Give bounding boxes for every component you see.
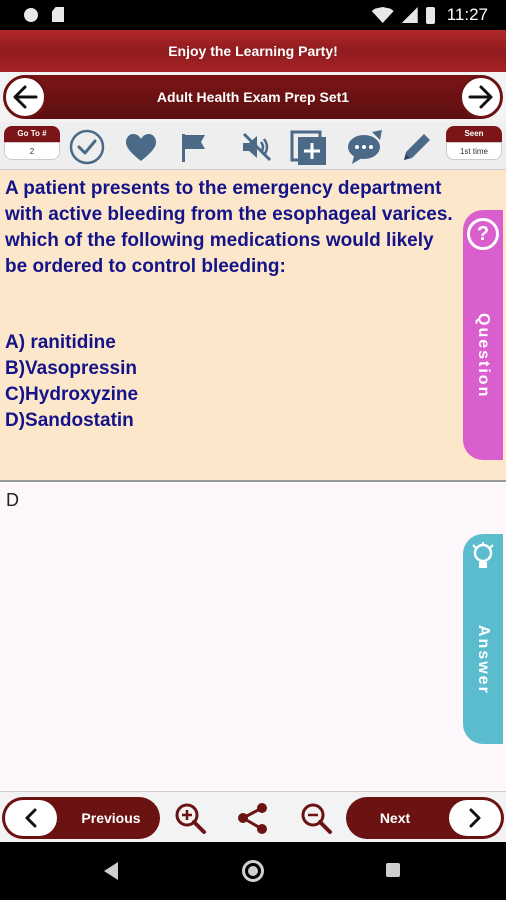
flag-button[interactable] — [174, 128, 212, 166]
edit-icon — [404, 134, 430, 160]
status-time: 11:27 — [446, 5, 488, 24]
lightbulb-icon — [472, 542, 494, 568]
mute-button[interactable] — [238, 128, 276, 166]
zoom-in-button[interactable] — [172, 800, 208, 836]
answer-text: D — [6, 490, 19, 510]
add-note-button[interactable] — [290, 128, 328, 166]
battery-icon — [425, 6, 435, 24]
seen-indicator: Seen 1st time — [446, 126, 502, 166]
previous-button[interactable]: Previous — [2, 797, 160, 839]
system-recents-icon[interactable] — [386, 863, 400, 877]
question-text: A patient presents to the emergency depa… — [5, 178, 453, 277]
option-a[interactable]: A) ranitidine — [5, 332, 116, 353]
next-label: Next — [379, 810, 411, 826]
goto-label: Go To # — [4, 126, 60, 142]
chevron-right-icon — [469, 808, 481, 828]
option-c[interactable]: C)Hydroxyzine — [5, 384, 139, 405]
status-bar: 11:27 — [0, 0, 506, 30]
seen-value: 1st time — [446, 142, 502, 160]
banner: Enjoy the Learning Party! — [0, 30, 506, 72]
check-icon — [69, 129, 105, 165]
previous-chevron-bg — [5, 800, 57, 836]
goto-field[interactable]: 2 — [4, 142, 60, 160]
add-note-icon — [290, 130, 326, 165]
page-title: Adult Health Exam Prep Set1 — [156, 89, 350, 105]
forward-arrow-button[interactable] — [459, 75, 503, 119]
answer-tab[interactable]: Answer — [463, 534, 503, 744]
flag-icon — [182, 134, 205, 162]
next-button[interactable]: Next — [346, 797, 504, 839]
check-button[interactable] — [68, 128, 106, 166]
question-tab-label: Question — [475, 313, 492, 399]
system-back-icon[interactable] — [104, 862, 118, 880]
arrow-left-icon — [13, 85, 38, 109]
title-pill — [4, 75, 502, 119]
zoom-out-icon — [301, 803, 332, 834]
arrow-right-icon — [468, 85, 493, 109]
question-tab[interactable]: ? Question — [463, 210, 503, 460]
heart-icon — [125, 133, 157, 161]
mute-icon — [242, 132, 272, 162]
answer-tab-label: Answer — [475, 625, 492, 695]
chevron-left-icon — [25, 808, 37, 828]
title-bar: Adult Health Exam Prep Set1 — [0, 72, 506, 122]
bottom-bar: Previous Next — [0, 792, 506, 842]
notification-dot-icon — [24, 7, 38, 22]
back-arrow-button[interactable] — [3, 75, 47, 119]
system-nav-bar — [0, 842, 506, 900]
comment-button[interactable] — [346, 128, 384, 166]
share-button[interactable] — [235, 800, 271, 836]
signal-icon — [401, 7, 418, 23]
seen-label: Seen — [446, 126, 502, 142]
option-d[interactable]: D)Sandostatin — [5, 410, 134, 431]
wifi-icon — [371, 7, 394, 23]
goto-control[interactable]: Go To # 2 — [4, 126, 60, 166]
options-list: A) ranitidine B)Vasopressin C)Hydroxyzin… — [5, 330, 138, 434]
next-chevron-bg — [449, 800, 501, 836]
option-b[interactable]: B)Vasopressin — [5, 358, 137, 379]
answer-panel: D Answer — [0, 484, 506, 792]
edit-button[interactable] — [398, 128, 436, 166]
zoom-in-icon — [175, 803, 206, 834]
sd-card-icon — [52, 7, 64, 22]
share-icon — [238, 803, 267, 834]
zoom-out-button[interactable] — [298, 800, 334, 836]
toolbar: Go To # 2 — [0, 122, 506, 170]
question-panel: A patient presents to the emergency depa… — [0, 170, 506, 482]
previous-label: Previous — [81, 810, 141, 826]
favorite-button[interactable] — [122, 128, 160, 166]
question-mark-icon: ? — [467, 218, 499, 250]
system-home-icon[interactable] — [242, 860, 264, 882]
comment-icon — [348, 130, 382, 164]
